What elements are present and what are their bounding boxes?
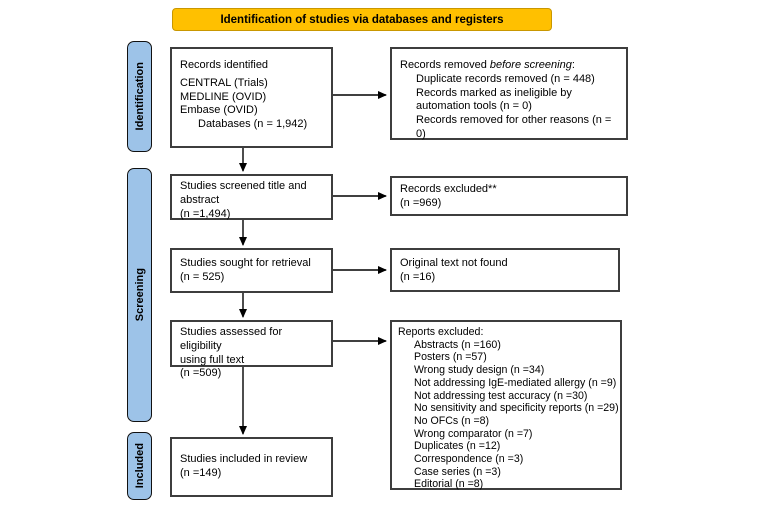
source-central: CENTRAL (Trials) [180,76,268,89]
studies-included-line: Studies included in review [180,453,308,465]
stage-label-identification: Identification [133,62,146,131]
stage-bar-screening: Screening [127,168,152,422]
records-removed-title-prefix: Records removed [400,59,490,71]
studies-included-count: (n =149) [180,466,222,479]
box-records-identified: Records identified CENTRAL (Trials) MEDL… [170,47,333,148]
box-text-not-found: Original text not found (n =16) [390,248,620,292]
source-embase: Embase (OVID) [180,104,258,117]
box-studies-included: Studies included in review (n =149) [170,437,333,497]
reports-excluded-item: Wrong comparator (n =7) [414,427,533,440]
studies-assessed-count: (n =509) [180,367,222,380]
studies-assessed-line: using full text [180,353,245,366]
box-studies-sought: Studies sought for retrieval (n = 525) [170,248,333,293]
box-records-excluded: Records excluded** (n =969) [390,176,628,216]
box-studies-screened: Studies screened title and abstract (n =… [170,174,333,220]
records-identified-title: Records identified [180,59,269,71]
source-medline: MEDLINE (OVID) [180,90,267,103]
studies-sought-line: Studies sought for retrieval [180,257,311,269]
reports-excluded-item: No sensitivity and specificity reports (… [414,402,619,415]
reports-excluded-item: Case series (n =3) [414,465,501,478]
studies-screened-line: abstract [180,193,220,206]
stage-bar-identification: Identification [127,41,152,152]
records-removed-title-suffix: : [571,59,575,71]
reports-excluded-item: Duplicates (n =12) [414,440,501,453]
banner-label: Identification of studies via databases … [220,13,504,26]
reports-excluded-item: Wrong study design (n =34) [414,364,545,377]
records-excluded-count: (n =969) [400,196,442,209]
records-removed-item: Records marked as ineligible by automati… [416,86,572,113]
studies-screened-count: (n =1,494) [180,207,231,220]
reports-excluded-item: Posters (n =57) [414,351,487,364]
reports-excluded-title: Reports excluded: [398,326,484,338]
stage-label-included: Included [133,443,146,489]
records-excluded-line: Records excluded** [400,183,497,195]
box-records-removed: Records removed before screening: Duplic… [390,47,628,140]
records-removed-item: Records removed for other reasons (n = 0… [416,114,612,140]
reports-excluded-item: Not addressing test accuracy (n =30) [414,389,588,402]
reports-excluded-item: Correspondence (n =3) [414,453,524,466]
studies-sought-count: (n = 525) [180,270,225,283]
reports-excluded-item: Editorial (n =8) [414,478,484,491]
text-not-found-line: Original text not found [400,257,508,269]
stage-label-screening: Screening [133,268,146,322]
box-studies-assessed: Studies assessed for eligibility using f… [170,320,333,379]
studies-screened-line: Studies screened title and [180,180,307,192]
reports-excluded-item: Abstracts (n =160) [414,338,501,351]
reports-excluded-item: Not addressing IgE-mediated allergy (n =… [414,376,617,389]
stage-bar-included: Included [127,432,152,500]
reports-excluded-item: No OFCs (n =8) [414,414,490,427]
box-reports-excluded: Reports excluded: Abstracts (n =160) Pos… [390,320,622,490]
banner: Identification of studies via databases … [172,8,552,31]
records-identified-total: Databases (n = 1,942) [198,118,308,130]
text-not-found-count: (n =16) [400,270,436,283]
records-removed-item: Duplicate records removed (n = 448) [416,72,595,85]
records-removed-title-italic: before screening [489,59,572,71]
records-removed-title: Records removed before screening: [400,59,618,73]
studies-assessed-line: Studies assessed for eligibility [180,326,283,352]
